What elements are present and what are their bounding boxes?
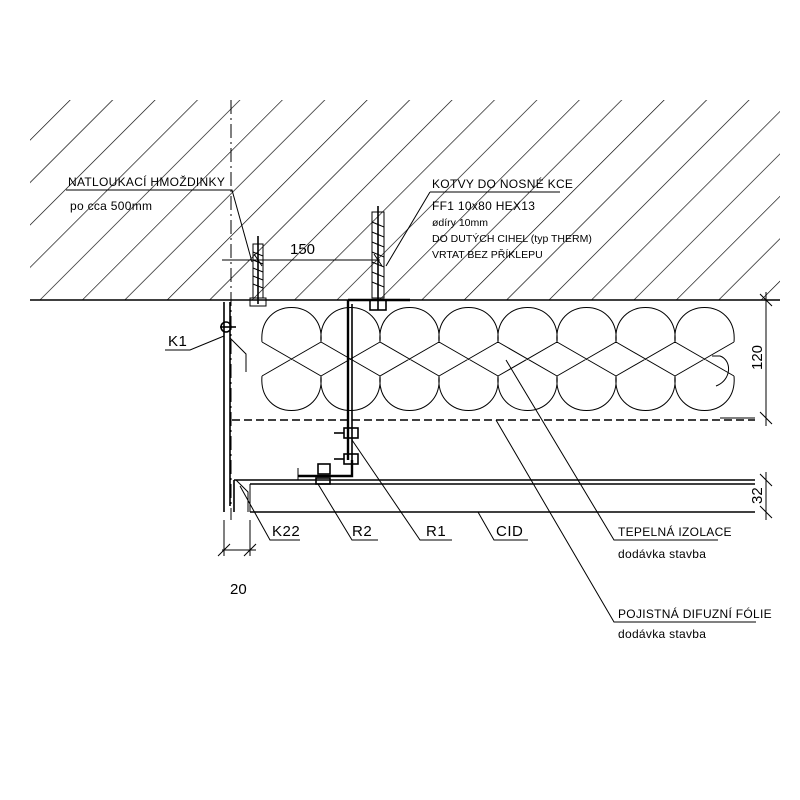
load-bearing-structure [30, 100, 780, 520]
ref-cid: CID [496, 523, 523, 540]
insulation-note: dodávka stavba [618, 547, 706, 561]
ref-r1: R1 [426, 523, 446, 540]
bolt-line1: FF1 10x80 HEX13 [432, 199, 535, 213]
leader-lines [66, 189, 756, 623]
dimension-120 [759, 292, 773, 426]
ref-r2: R2 [352, 523, 372, 540]
insulation-title: TEPELNÁ IZOLACE [618, 524, 732, 539]
dimension-150 [222, 253, 383, 267]
dim-150-label: 150 [290, 241, 315, 258]
bolt-line4: VRTAT BEZ PŘÍKLEPU [432, 248, 543, 261]
foil-title: POJISTNÁ DIFUZNÍ FÓLIE [618, 606, 772, 621]
bolt-title: KOTVY DO NOSNÉ KCE [432, 176, 573, 191]
r1-screws [334, 427, 359, 465]
metal-substructure [223, 298, 755, 513]
dim-20-label: 20 [230, 581, 247, 598]
anchor-spacing: po cca 500mm [70, 199, 152, 213]
ref-k1: K1 [168, 333, 187, 350]
anchor-dowel-left [249, 236, 267, 307]
dim-120-label: 120 [749, 345, 766, 370]
anchor-bolt-right [369, 206, 387, 311]
thermal-insulation [261, 299, 755, 419]
foil-note: dodávka stavba [618, 627, 706, 641]
ref-k22: K22 [272, 523, 300, 540]
bolt-line3: DO DUTÝCH CIHEL (typ THERM) [432, 232, 592, 245]
anchor-title: NATLOUKACÍ HMOŽDINKY [68, 174, 225, 189]
dimension-20 [217, 520, 257, 557]
bolt-line2: ødíry 10mm [432, 217, 488, 229]
k1-screw [220, 321, 236, 333]
dimension-32 [759, 472, 773, 520]
r2-screw [315, 463, 331, 485]
dim-32-label: 32 [749, 487, 766, 504]
